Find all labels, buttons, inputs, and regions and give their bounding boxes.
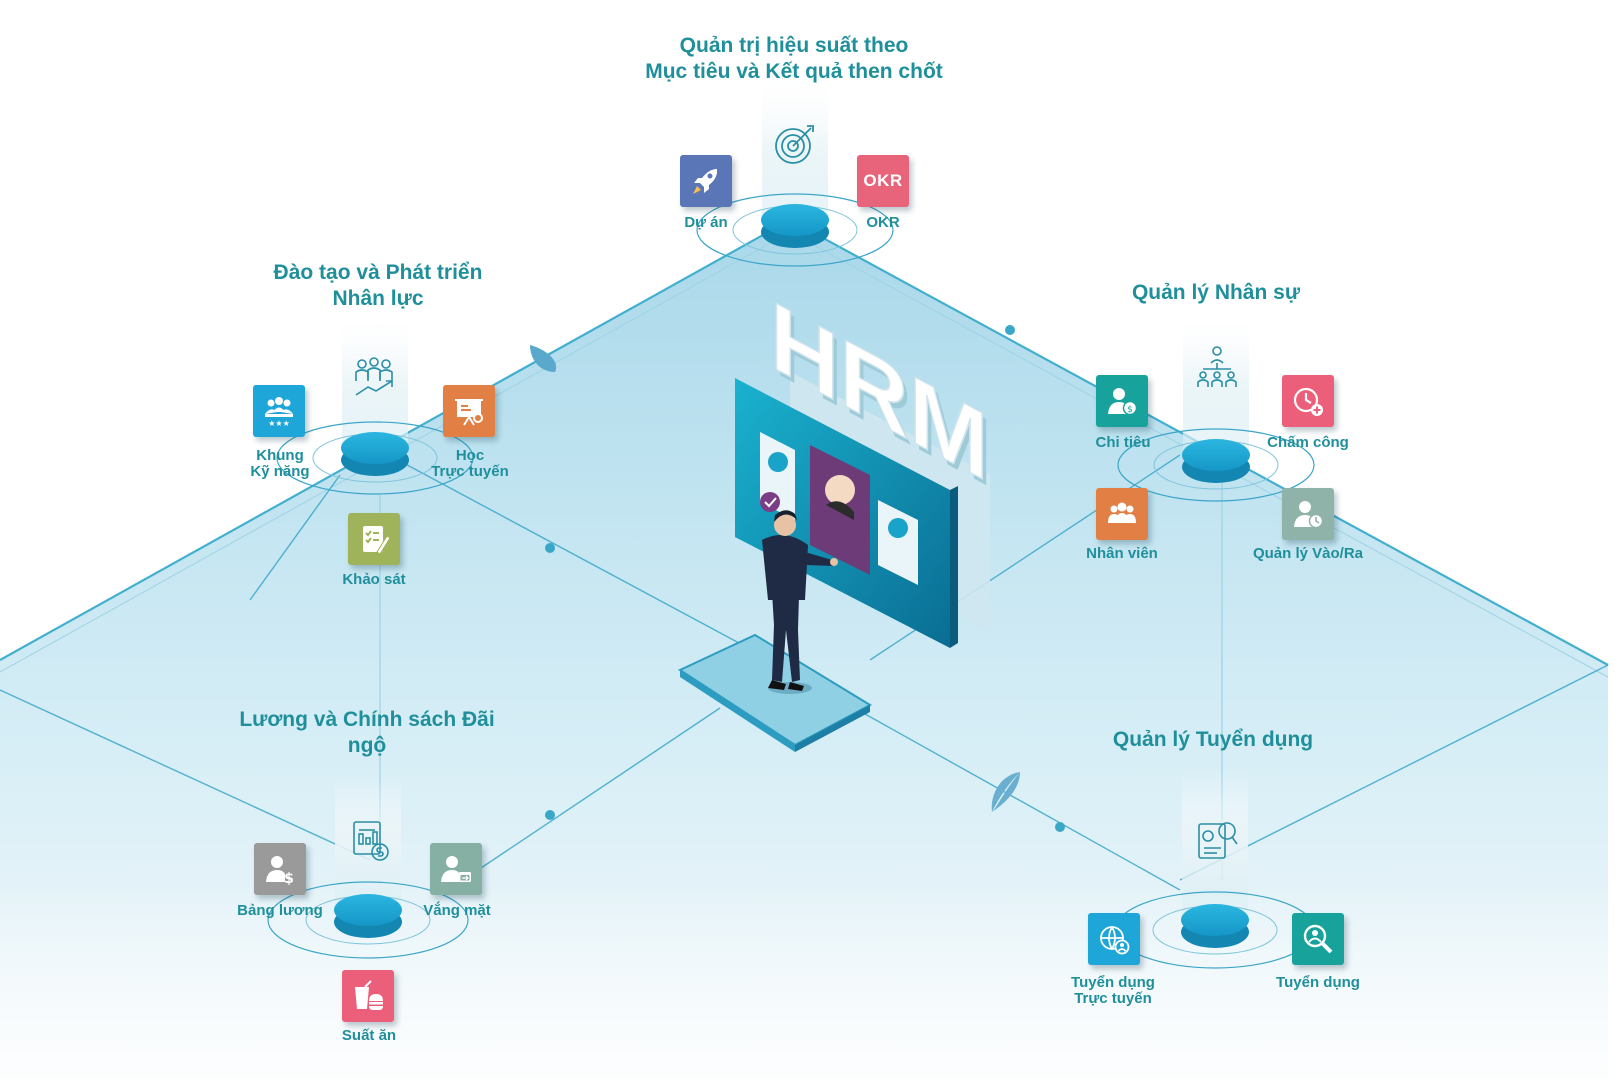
rocket-icon [693, 169, 718, 194]
title-line: Quản lý Nhân sự [1131, 281, 1301, 304]
team-stars-icon: ★★★ [265, 397, 293, 428]
title-line: Đào tạo và Phát triển [273, 261, 483, 284]
tile-khung-ky-nang[interactable]: ★★★ [253, 385, 305, 437]
label-line: Trực tuyến [431, 463, 509, 480]
phone-platform [677, 633, 873, 752]
tile-cham-cong[interactable] [1282, 375, 1334, 427]
resume-search-icon [1198, 822, 1238, 859]
label-line: Nhân viên [1086, 545, 1158, 562]
label-line: Khung [256, 447, 304, 464]
leaf-decoration [991, 772, 1020, 812]
group-title-recruitment: Quản lý Tuyển dụng [1113, 727, 1313, 753]
hub-recruitment [1114, 770, 1316, 969]
businessman-figure [762, 510, 838, 694]
label-line: Chấm công [1267, 434, 1349, 451]
payroll-document-icon [353, 821, 389, 861]
tile-label-khao-sat[interactable]: Khảo sát [342, 572, 405, 588]
label-line: OKR [866, 214, 900, 231]
tile-tuyen-dung[interactable] [1292, 913, 1344, 965]
tile-label-nhan-vien[interactable]: Nhân viên [1086, 546, 1158, 562]
tile-label-suat-an[interactable]: Suất ăn [342, 1028, 396, 1044]
group-people-icon [1108, 502, 1136, 523]
magnifier-person-icon [1303, 924, 1333, 954]
clock-plus-icon [1293, 387, 1323, 416]
tile-chi-tieu[interactable]: $ [1096, 375, 1148, 427]
target-arrow-icon [775, 125, 814, 164]
svg-text:$: $ [1127, 405, 1133, 415]
tile-label-tuyen-dung-truc-tuyen[interactable]: Tuyển dụng Trực tuyến [1071, 975, 1155, 1007]
tile-tuyen-dung-truc-tuyen[interactable] [1088, 913, 1140, 965]
group-title-training: Đào tạo và Phát triển Nhân lực [274, 260, 483, 312]
hrm-screen [735, 378, 958, 648]
hub-payroll [267, 775, 469, 959]
tile-du-an[interactable] [680, 155, 732, 207]
tile-label-khung-ky-nang[interactable]: Khung Kỹ năng [250, 448, 309, 480]
label-line: Suất ăn [341, 1027, 397, 1044]
hub-personnel [1117, 310, 1315, 502]
label-line: Quản lý Vào/Ra [1252, 545, 1364, 562]
label-line: Kỹ năng [250, 463, 310, 480]
presentation-board-icon [455, 399, 483, 426]
title-line: ngộ [347, 734, 387, 757]
tile-label-du-an[interactable]: Dự án [684, 215, 727, 231]
tile-hoc-truc-tuyen[interactable] [443, 385, 495, 437]
tile-label-tuyen-dung[interactable]: Tuyển dụng [1276, 975, 1360, 991]
survey-checklist-icon [363, 526, 391, 555]
label-line: Tuyển dụng [1276, 974, 1360, 991]
tile-label-okr[interactable]: OKR [866, 215, 899, 231]
title-line: Nhân lực [332, 287, 424, 310]
hub-training [276, 310, 474, 495]
group-title-performance: Quản trị hiệu suất theo Mục tiêu và Kết … [645, 33, 943, 85]
tile-label-hoc-truc-tuyen[interactable]: Học Trực tuyến [431, 448, 509, 480]
label-line: Trực tuyến [1074, 990, 1152, 1007]
label-line: Khảo sát [342, 571, 406, 588]
title-line: Lương và Chính sách Đãi [239, 708, 495, 731]
person-clock-icon [1294, 501, 1324, 529]
tile-vang-mat[interactable] [430, 843, 482, 895]
tile-quan-ly-vao-ra[interactable] [1282, 488, 1334, 540]
person-calendar-icon [441, 856, 471, 882]
label-line: Tuyển dụng [1071, 974, 1155, 991]
tile-suat-an[interactable] [342, 970, 394, 1022]
tile-khao-sat[interactable] [348, 513, 400, 565]
group-title-personnel: Quản lý Nhân sự [1132, 280, 1300, 306]
label-line: Dự án [684, 214, 728, 231]
tile-nhan-vien[interactable] [1096, 488, 1148, 540]
label-line: Vắng mặt [423, 902, 491, 919]
title-line: Quản lý Tuyển dụng [1112, 728, 1314, 751]
leaf-decoration [530, 345, 557, 372]
tile-label-vang-mat[interactable]: Vắng mặt [423, 903, 491, 919]
title-line: Mục tiêu và Kết quả then chốt [645, 60, 943, 83]
tile-label-chi-tieu[interactable]: Chi tiêu [1096, 435, 1151, 451]
label-line: Học [455, 447, 485, 464]
globe-person-icon [1100, 926, 1130, 955]
label-line: Chi tiêu [1095, 434, 1151, 451]
tile-label-bang-luong[interactable]: Bảng lương [237, 903, 323, 919]
svg-text:$: $ [284, 871, 294, 886]
tile-okr[interactable]: OKR [857, 155, 909, 207]
label-line: Bảng lương [237, 902, 323, 919]
svg-text:★★★: ★★★ [268, 419, 290, 428]
tile-bang-luong[interactable]: $ [254, 843, 306, 895]
meal-icon [355, 980, 383, 1010]
org-chart-icon [1197, 346, 1237, 387]
okr-text-icon: OKR [863, 171, 903, 190]
person-dollar-icon: $ [266, 856, 294, 886]
tile-label-quan-ly-vao-ra[interactable]: Quản lý Vào/Ra [1253, 546, 1363, 562]
title-line: Quản trị hiệu suất theo [679, 34, 909, 57]
tile-label-cham-cong[interactable]: Chấm công [1267, 435, 1349, 451]
people-growth-icon [355, 357, 393, 396]
group-title-payroll: Lương và Chính sách Đãi ngộ [239, 707, 494, 759]
person-coin-icon: $ [1108, 388, 1138, 416]
